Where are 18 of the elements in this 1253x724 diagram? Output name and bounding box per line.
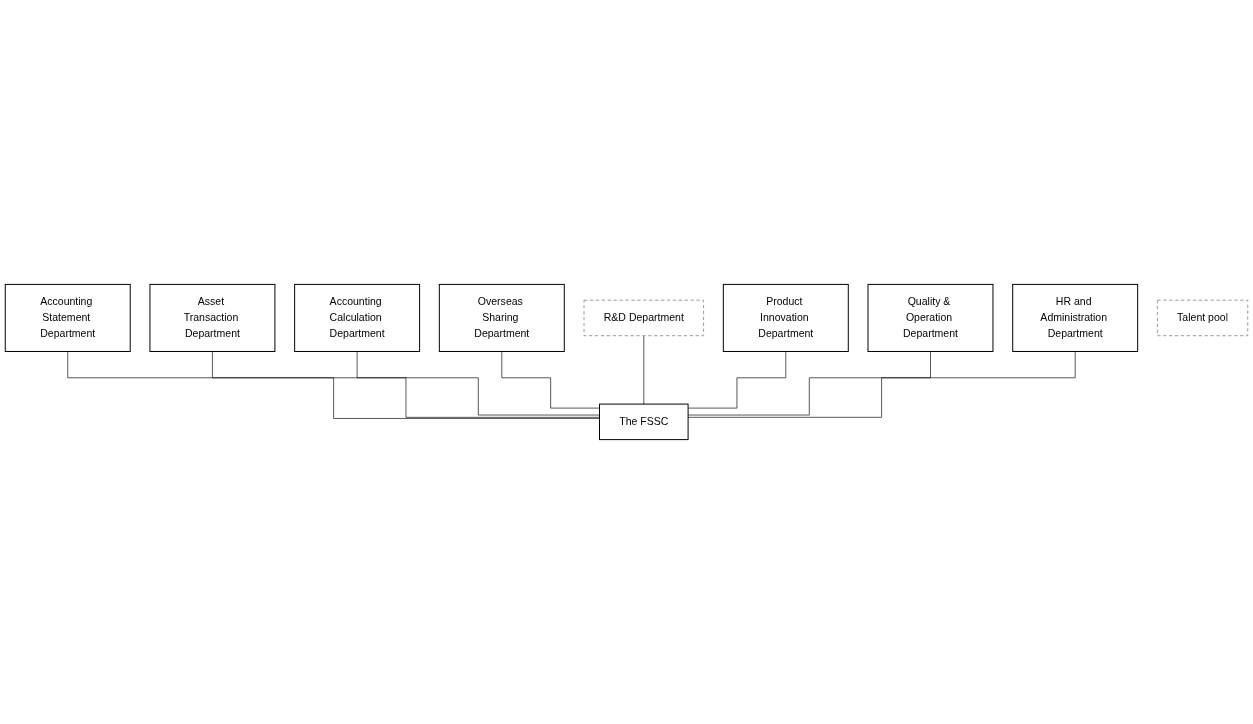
node-box: Quality & Operation Department	[867, 283, 994, 352]
node-box: R&D Department	[583, 299, 705, 337]
node-box: Overseas Sharing Department	[438, 283, 565, 352]
node-box: Product Innovation Department	[722, 283, 849, 352]
connector	[501, 351, 600, 409]
connector	[212, 351, 600, 418]
node-box: Accounting Statement Department	[4, 283, 131, 352]
node-box: Accounting Calculation Department	[294, 283, 421, 352]
node-box: HR and Administration Department	[1012, 283, 1139, 352]
connector	[356, 351, 600, 416]
connector	[643, 335, 645, 405]
node-box: The FSSC	[599, 403, 689, 441]
connector	[687, 351, 787, 409]
node-box: Talent pool	[1156, 299, 1249, 337]
connector	[687, 351, 931, 416]
node-box: Asset Transaction Department	[149, 283, 276, 352]
connector	[67, 351, 600, 419]
connector	[687, 351, 1076, 418]
